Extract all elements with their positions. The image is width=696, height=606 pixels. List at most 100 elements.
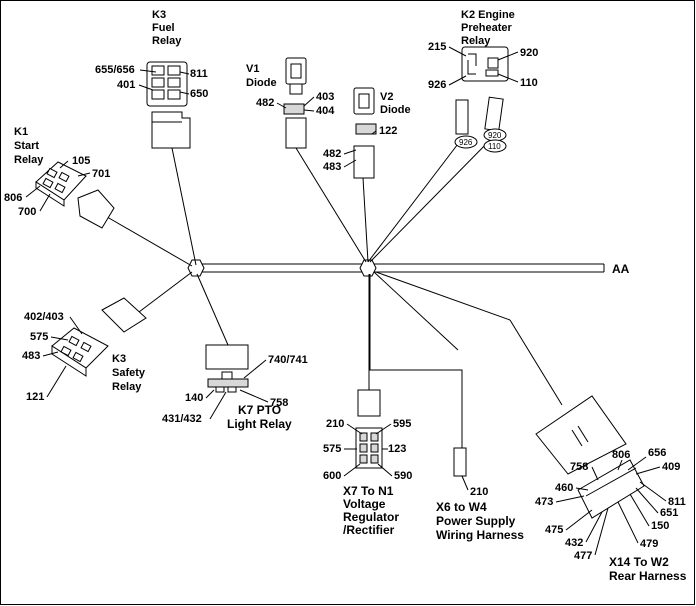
pin-label: 473 [535, 496, 553, 508]
title-line: Relay [112, 381, 142, 393]
pin-label: 403 [316, 91, 334, 103]
title-line: Power Supply [436, 514, 516, 528]
pin-label: 477 [574, 550, 592, 562]
title-line: Diode [246, 77, 277, 89]
pin-label: 409 [662, 461, 680, 473]
pin-label: 700 [18, 206, 36, 218]
title-line: Regulator [343, 510, 399, 524]
terminal-920-110 [484, 96, 504, 132]
title-line: Light Relay [227, 417, 292, 431]
pin-label: 651 [660, 507, 678, 519]
title-line: Relay [14, 154, 44, 166]
pin-label: 432 [565, 537, 583, 549]
pin-label: 210 [470, 486, 488, 498]
pin-label: 402/403 [24, 311, 64, 323]
pin-label: 123 [388, 443, 406, 455]
k3-fuel-relay: K3 Fuel Relay 655/656 401 811 650 [95, 9, 208, 149]
connector-face [577, 459, 645, 519]
pin-label: 595 [393, 418, 411, 430]
pin-label: 758 [270, 397, 288, 409]
title-line: Start [14, 140, 39, 152]
title-line: K1 [14, 126, 28, 138]
k2-preheater-relay: K2 Engine Preheater Relay 215 920 926 11… [428, 9, 538, 153]
title-line: V1 [246, 63, 259, 75]
pin-label: 650 [190, 88, 208, 100]
pin-label: 122 [379, 125, 397, 137]
relay-body [207, 378, 249, 388]
connector-housing [77, 189, 115, 229]
connector-housing [101, 297, 147, 333]
title-line: Preheater [461, 22, 512, 34]
pin-label: 575 [30, 331, 48, 343]
connector-housing [151, 111, 191, 149]
aa-label: AA [612, 262, 630, 276]
pin-label: 140 [185, 392, 203, 404]
wire-tag: 920 [488, 131, 502, 140]
pin-label: 460 [555, 482, 573, 494]
pin-label: 575 [323, 443, 341, 455]
title-line: Safety [112, 367, 146, 379]
title-line: K7 PTO [238, 403, 281, 417]
pin-label: 482 [256, 97, 274, 109]
pin-label: 806 [612, 449, 630, 461]
pin-label: 121 [26, 391, 44, 403]
title-line: K2 Engine [461, 9, 515, 21]
pin-label: 105 [72, 155, 90, 167]
title-line: X6 to W4 [436, 500, 487, 514]
title-line: X14 To W2 [609, 555, 669, 569]
pin-label: 811 [190, 68, 208, 80]
x14-rear-harness-connector: 806 656 409 758 460 473 811 651 150 475 … [535, 395, 687, 583]
pin-label: 110 [520, 77, 538, 89]
pin-label: 210 [326, 418, 344, 430]
x7-voltage-regulator-connector: 210 595 575 123 600 590 X7 To N1 Voltage… [323, 389, 412, 537]
title-line: Fuel [152, 22, 175, 34]
pin-label: 701 [92, 168, 110, 180]
main-harness-trunk [187, 259, 605, 277]
connector-housing [353, 145, 375, 179]
pin-label: 656 [648, 447, 666, 459]
title-line: X7 To N1 [343, 484, 394, 498]
relay-body [461, 46, 509, 82]
connector-housing [285, 117, 307, 149]
branch-wires [101, 134, 563, 448]
pin-label: 590 [394, 470, 412, 482]
junction-center [359, 259, 377, 277]
pin-label: 479 [640, 538, 658, 550]
k1-start-relay: K1 Start Relay 105 701 806 700 [4, 126, 115, 229]
k3-safety-relay: K3 Safety Relay 402/403 575 483 121 [22, 297, 147, 403]
pin-label: 920 [520, 47, 538, 59]
connector-housing [453, 447, 467, 477]
terminal-926 [455, 99, 469, 135]
title-line: Voltage [343, 497, 386, 511]
pin-label: 740/741 [268, 354, 308, 366]
title-line: K3 [152, 9, 166, 21]
pin-label: 483 [323, 161, 341, 173]
wire-tag: 110 [488, 142, 501, 151]
connector-housing [357, 389, 381, 417]
title-line: Wiring Harness [436, 528, 524, 542]
pin-label: 482 [323, 148, 341, 160]
title-line: Rear Harness [609, 569, 687, 583]
pin-label: 758 [570, 461, 588, 473]
title-line: Relay [461, 35, 491, 47]
connector-housing [535, 395, 627, 475]
title-line: V2 [380, 91, 393, 103]
connector-housing [205, 344, 249, 370]
pin-label: 404 [316, 105, 335, 117]
title-line: K3 [112, 353, 126, 365]
title-line: /Rectifier [343, 523, 395, 537]
title-line: Diode [380, 104, 411, 116]
k7-pto-light-relay: K7 PTO Light Relay 740/741 140 758 431/4… [162, 344, 308, 431]
x6-power-supply-connector: 210 X6 to W4 Power Supply Wiring Harness [436, 447, 524, 542]
pin-label: 475 [545, 524, 563, 536]
pin-label: 600 [323, 470, 341, 482]
pin-label: 655/656 [95, 64, 135, 76]
v2-diode: V2 Diode 122 482 483 [323, 87, 411, 179]
pin-label: 215 [428, 41, 446, 53]
pin-label: 811 [668, 496, 686, 508]
wire-tag: 926 [459, 138, 473, 147]
pin-label: 401 [117, 79, 135, 91]
